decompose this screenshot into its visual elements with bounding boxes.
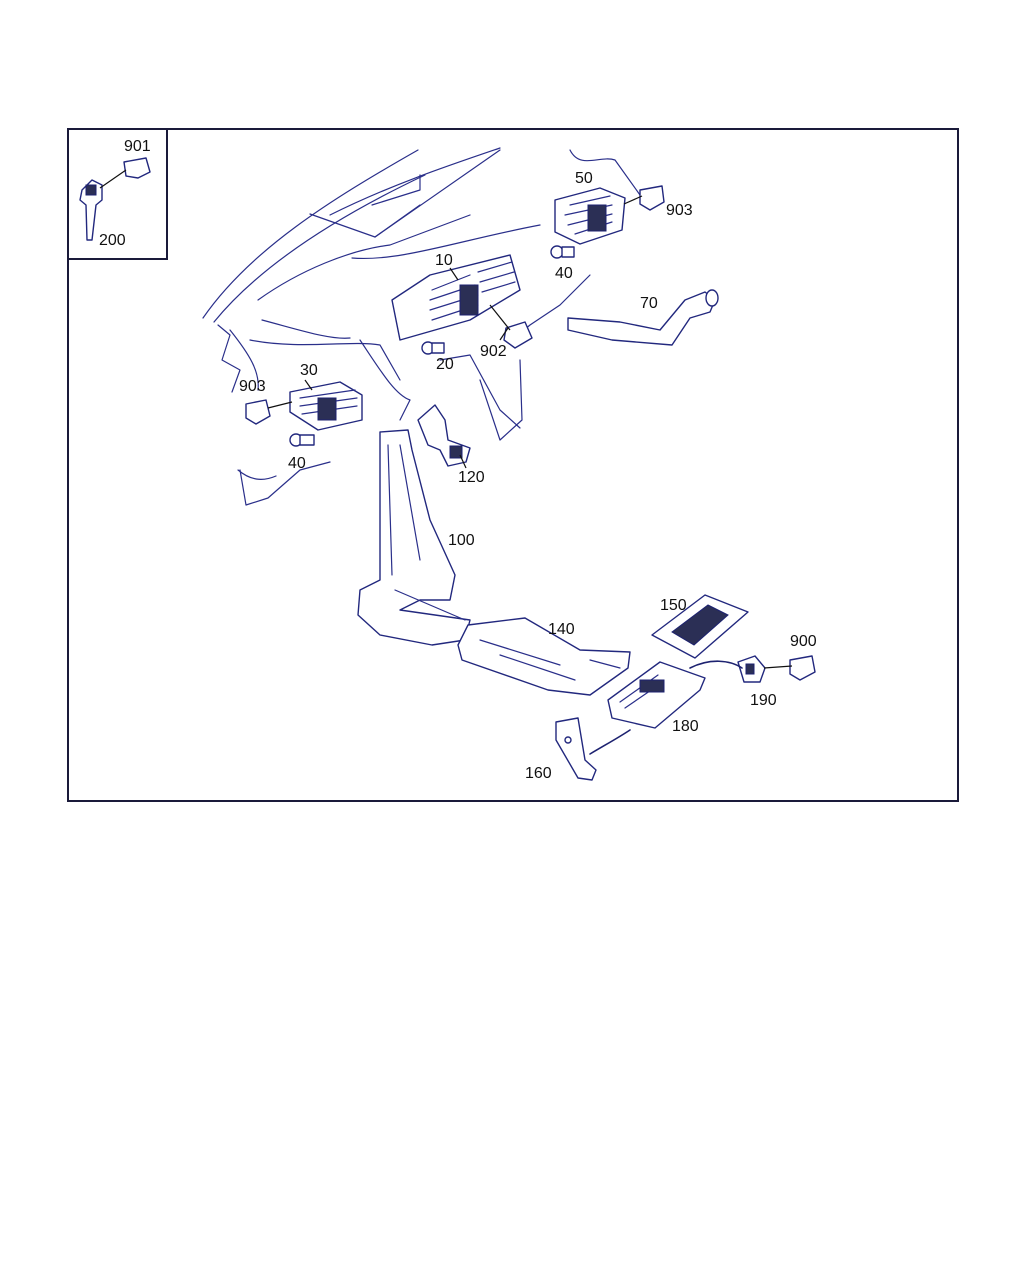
callout-120: 120 [458,469,485,486]
part-50-vent [554,187,626,245]
part-160-bracket [555,717,597,781]
diagram-frame [67,128,959,802]
callout-100: 100 [448,532,475,549]
callout-900: 900 [790,633,817,650]
leader-lines [304,267,509,469]
part-40-screw-right [550,245,575,259]
callout-901: 901 [124,138,151,155]
part-10-center-vent [391,254,521,341]
callout-70: 70 [640,295,658,312]
part-20-screw [421,341,445,355]
part-100-duct [357,429,471,646]
part-903-clip-right [639,185,665,211]
part-140-duct [457,617,631,696]
part-150-grille-panel [651,594,749,659]
callout-902: 902 [480,343,507,360]
callout-140: 140 [548,621,575,638]
part-30-vent [289,381,363,431]
callout-20: 20 [436,356,454,373]
callout-labels: 901 200 50 903 40 10 70 902 20 30 903 40… [99,138,817,782]
callout-903-left: 903 [239,378,266,395]
part-903-clip-left [245,399,271,425]
part-70-duct [567,289,719,346]
callout-40-left: 40 [288,455,306,472]
callout-150: 150 [660,597,687,614]
callout-160: 160 [525,765,552,782]
part-200-sensor [79,179,103,241]
callout-50: 50 [575,170,593,187]
part-190-connector [737,655,766,683]
inset-box [67,128,168,260]
part-902-clip [503,321,533,349]
dashboard-outline [202,147,641,506]
part-900-clip [789,655,816,681]
callout-10: 10 [435,252,453,269]
part-120-grille [417,404,471,467]
callout-190: 190 [750,692,777,709]
callout-903-right: 903 [666,202,693,219]
part-180-control-module [607,661,706,729]
callout-200: 200 [99,232,126,249]
callout-30: 30 [300,362,318,379]
callout-40-right: 40 [555,265,573,282]
part-901-connector [123,157,151,179]
callout-180: 180 [672,718,699,735]
part-40-screw-left [289,433,315,447]
